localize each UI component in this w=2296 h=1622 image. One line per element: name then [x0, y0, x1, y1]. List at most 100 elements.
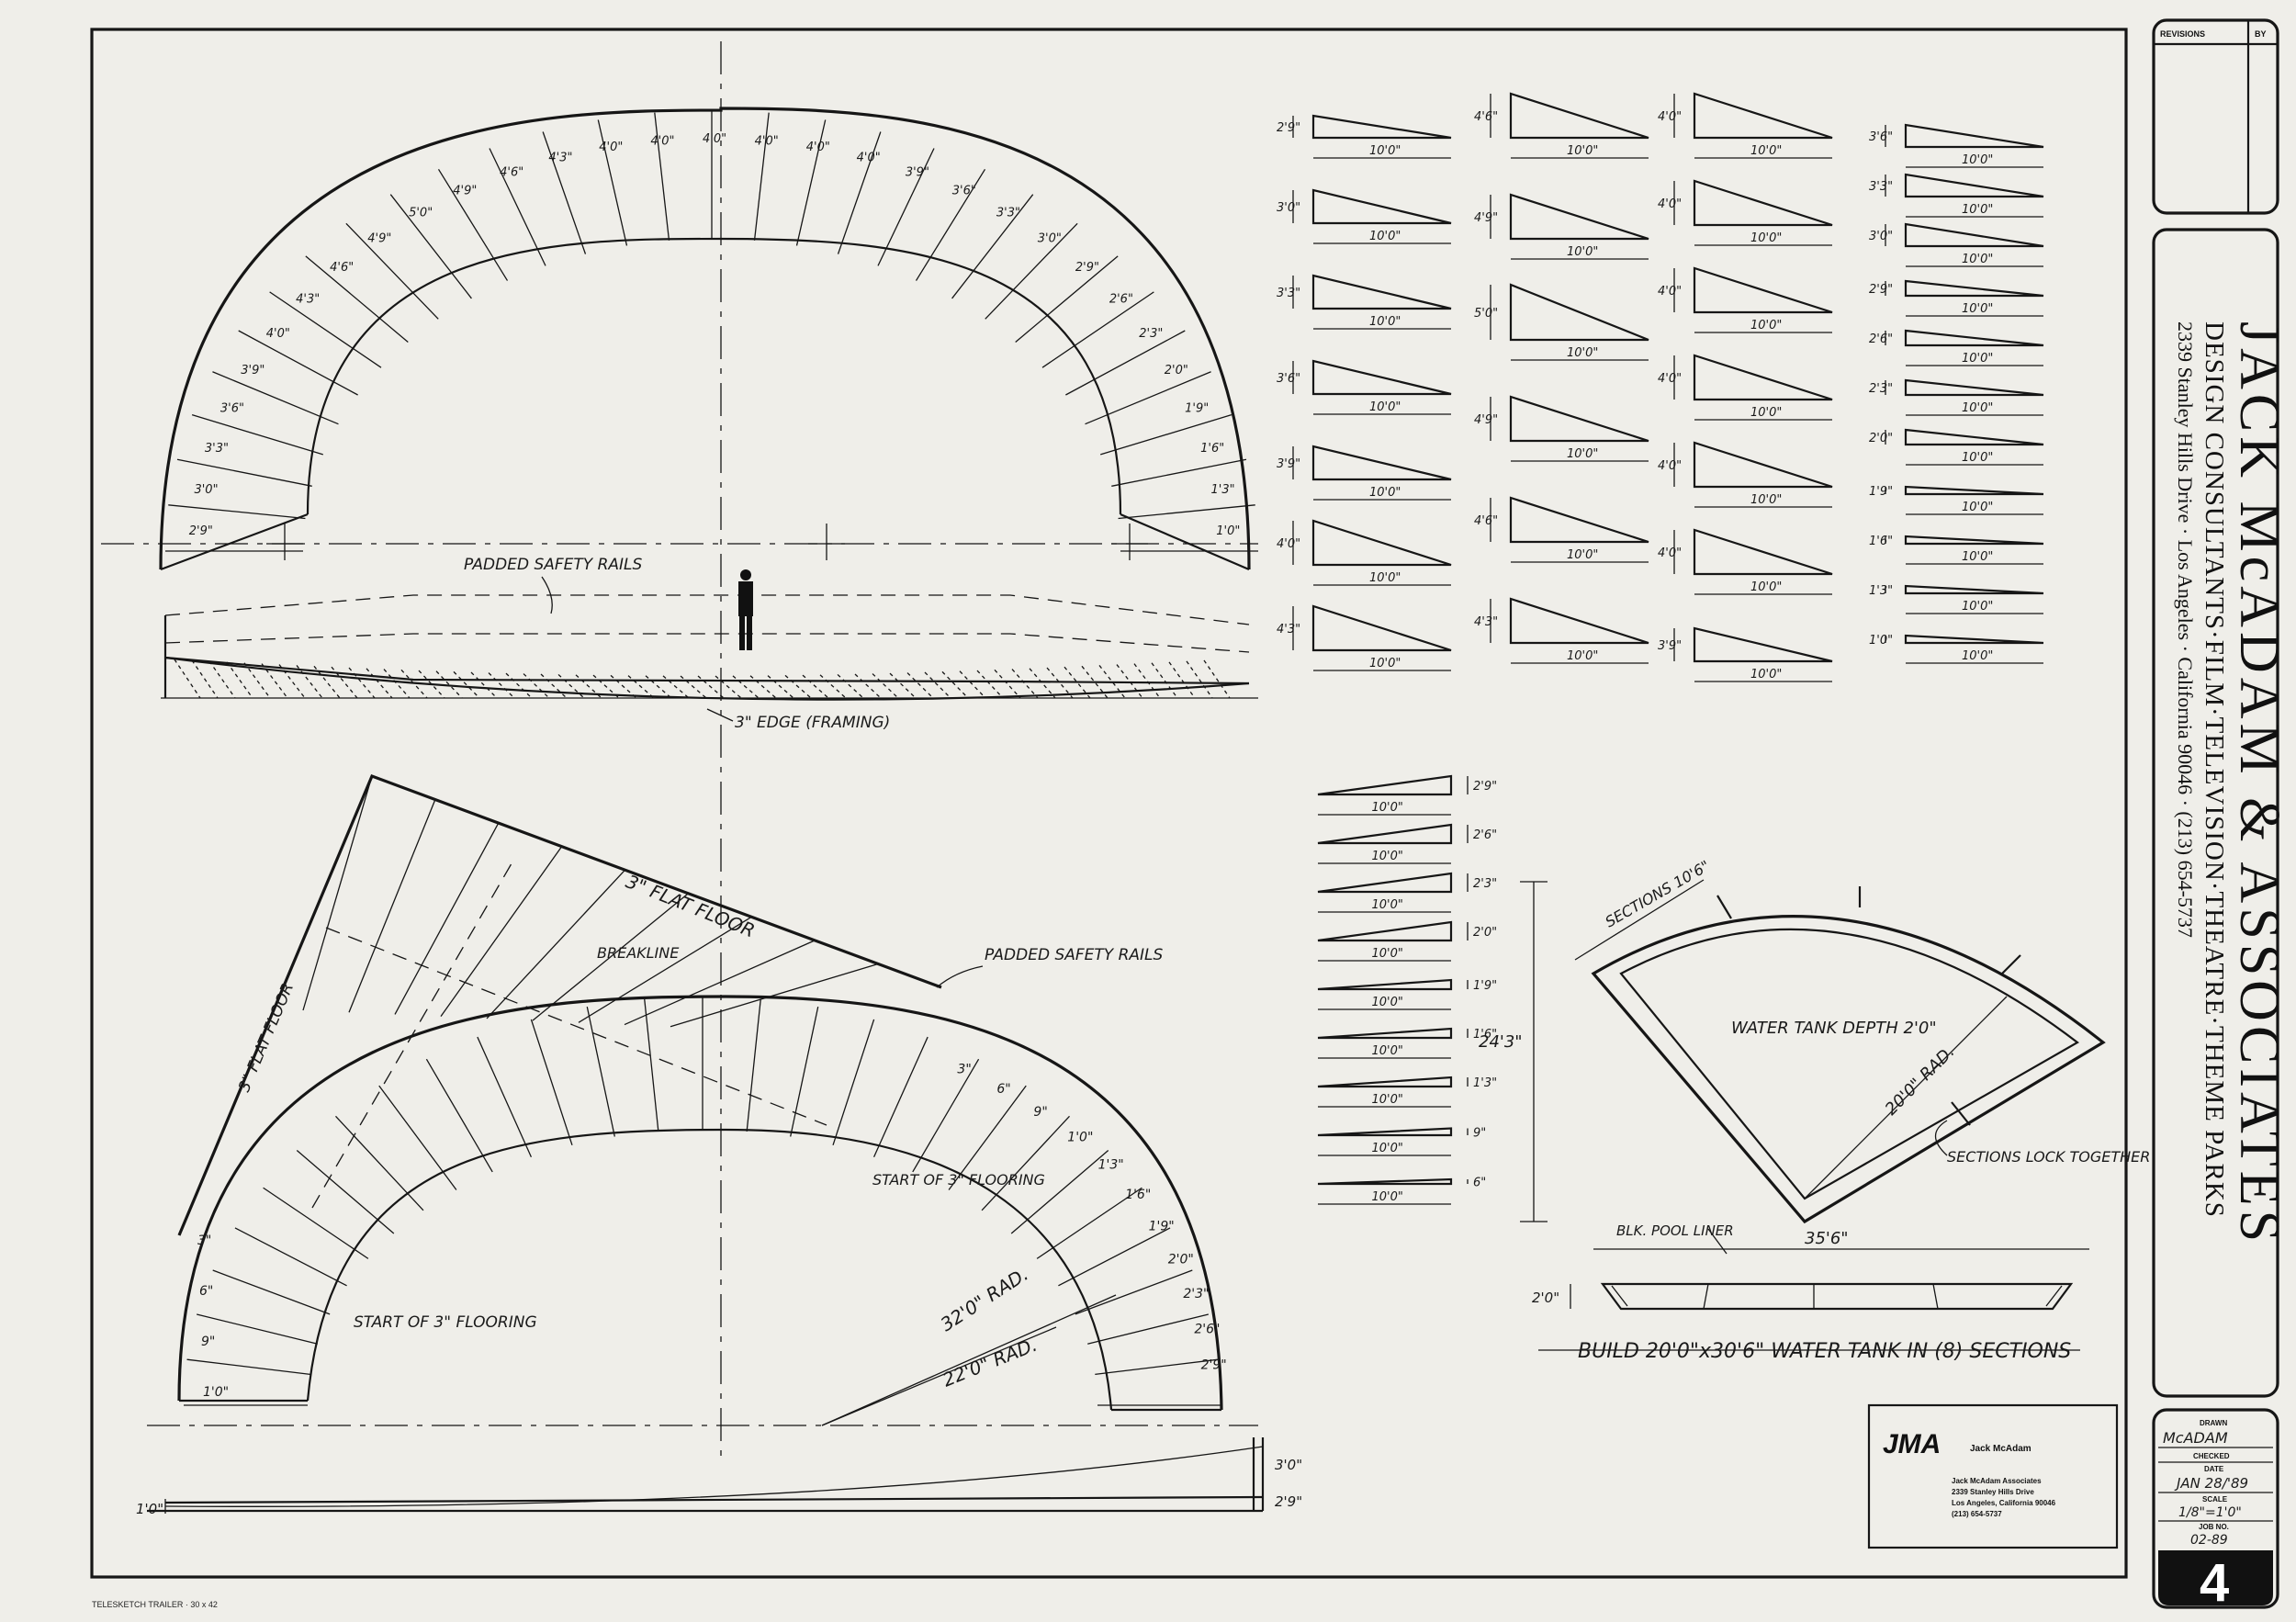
ramp-height-label: 4'9"	[1474, 211, 1498, 225]
hatch-line	[715, 675, 742, 699]
hatch-line	[697, 675, 725, 699]
top-arch-height-label: 3'3"	[205, 442, 229, 456]
top-arch-rib	[915, 168, 986, 281]
flat-floor-board	[624, 940, 816, 1026]
revisions-by: BY	[2255, 29, 2267, 39]
top-arch-height-label: 1'6"	[1200, 442, 1224, 456]
jma-stamp: JMA Jack McAdam Jack McAdam Associates 2…	[1867, 1403, 2119, 1549]
top-arch-height-label: 1'3"	[1211, 483, 1235, 497]
ramp-length-label: 10'0"	[1962, 153, 1993, 167]
note-padded-rails-bottom: PADDED SAFETY RAILS	[985, 946, 1163, 964]
stamp-logo: JMA	[1883, 1429, 1941, 1459]
ramp-length-label: 10'0"	[1962, 352, 1993, 366]
stamp-company: Jack McAdam Associates	[1952, 1477, 2042, 1485]
hatch-line	[994, 669, 1021, 699]
hatch-line	[435, 670, 463, 699]
bottom-arch-rib	[477, 1036, 533, 1157]
top-arch-rib	[654, 112, 670, 241]
tank-height-dim: 24'3"	[1479, 1032, 1523, 1052]
date-value: JAN 28/'89	[2174, 1475, 2248, 1492]
bottom-arch-rib	[530, 1019, 573, 1146]
ramp-height-label: 2'6"	[1869, 332, 1893, 346]
top-arch-height-label: 4'0"	[755, 134, 779, 148]
top-arch-height-label: 3'9"	[241, 364, 264, 377]
bottom-arch-height-left: 6"	[199, 1284, 213, 1299]
top-arch-rib	[1118, 504, 1255, 520]
stamp-person: Jack McAdam	[1970, 1444, 2032, 1454]
ramp-col4-4: 2'6" 10'0"	[1869, 329, 2044, 366]
hatch-line	[418, 670, 445, 699]
sheet-number: 4	[2200, 1553, 2229, 1613]
bottom-arch-height-right: 2'3"	[1183, 1287, 1209, 1301]
top-arch-outer	[159, 107, 1251, 570]
top-arch-rib	[305, 255, 409, 343]
ramp-length-label: 10'0"	[1369, 657, 1401, 670]
flat-floor-board	[302, 775, 373, 1011]
ramp-length-label: 10'0"	[1962, 501, 1993, 514]
ramp-height-label: 4'0"	[1658, 546, 1682, 560]
hatch-line	[1168, 661, 1196, 699]
ramp-length-label: 10'0"	[1962, 203, 1993, 217]
top-arch-rib	[389, 194, 472, 299]
hatch-line	[470, 671, 498, 699]
tank-inner	[1619, 928, 2079, 1200]
ramp-length-label: 10'0"	[1962, 600, 1993, 614]
ramp-height-label: 3'3"	[1869, 180, 1893, 194]
tank-width-dim: 35'6"	[1805, 1229, 1849, 1248]
ramp-col2-5: 4'3"10'0"	[1474, 597, 1649, 664]
date-label: DATE	[2204, 1465, 2224, 1473]
bottom-arch-rib	[1087, 1313, 1209, 1345]
ramp-col3-2: 4'0"10'0"	[1658, 266, 1833, 333]
ramp-length-label: 10'0"	[1962, 302, 1993, 316]
ramp-col3-6: 3'9"10'0"	[1658, 626, 1833, 682]
bottom-arch-height-right: 1'3"	[1098, 1158, 1124, 1173]
hatch-line	[889, 672, 917, 699]
top-arch-inner	[306, 237, 1122, 515]
top-arch-rib	[238, 330, 358, 396]
hatch-line	[1186, 660, 1213, 699]
bottom-arch-rib	[197, 1313, 318, 1345]
top-arch-height-label: 1'9"	[1185, 402, 1209, 416]
revisions-header: REVISIONS	[2160, 29, 2205, 39]
ramp-length-label: 10'0"	[1962, 550, 1993, 564]
bottom-arch-height-right: 1'6"	[1125, 1188, 1151, 1202]
top-arch-height-label: 4'0"	[266, 327, 290, 341]
bottom-flat-floor-outline	[177, 773, 942, 1236]
note-sections-lock: SECTIONS LOCK TOGETHER	[1947, 1148, 2150, 1166]
ramp-length-label: 10'0"	[1567, 144, 1598, 158]
ramp-col1-3: 3'6"10'0"	[1277, 359, 1452, 415]
ramp-height-label: 4'6"	[1474, 514, 1498, 528]
ramp-col3-5: 4'0"10'0"	[1658, 528, 1833, 595]
ramp-length-label: 10'0"	[1962, 649, 1993, 663]
ramp-col3-1: 4'0"10'0"	[1658, 179, 1833, 246]
elev-right-label-a: 3'0"	[1275, 1457, 1302, 1473]
drawn-label: DRAWN	[2200, 1419, 2227, 1427]
ramp-col2-4: 4'6"10'0"	[1474, 496, 1649, 563]
note-breakline: BREAKLINE	[597, 944, 680, 962]
ramp-col3-4: 4'0"10'0"	[1658, 441, 1833, 508]
elevation-hatch	[174, 659, 1231, 699]
hatch-line	[627, 675, 655, 699]
ramp-height-label: 1'9"	[1869, 485, 1893, 499]
hatch-line	[540, 673, 568, 699]
top-arch-rib	[837, 131, 882, 254]
tank-outer	[1591, 915, 2106, 1224]
note-radius-32: 32'0" RAD.	[937, 1263, 1032, 1335]
top-arch-height-label: 4'6"	[500, 165, 523, 179]
top-arch-rib	[1065, 330, 1186, 396]
bottom-arch-height-right: 2'6"	[1194, 1322, 1220, 1336]
ramp-length-label: 10'0"	[1750, 231, 1782, 245]
bottom-arch-rib	[1058, 1227, 1171, 1287]
note-edge-framing: 3" EDGE (FRAMING)	[735, 714, 890, 732]
ramp-height-label: 3'6"	[1277, 372, 1300, 386]
hatch-line	[784, 674, 812, 699]
ramp-length-label: 10'0"	[1372, 1142, 1403, 1155]
ramp-height-label: 4'3"	[1474, 615, 1498, 629]
ramp-height-label: 3'6"	[1869, 130, 1893, 144]
bottom-arch-rib	[186, 1358, 310, 1376]
top-arch-rib	[1111, 458, 1247, 487]
ramp-col5-8: 6"10'0"	[1317, 1177, 1486, 1205]
bottom-arch-rib	[948, 1085, 1027, 1190]
hatch-line	[592, 674, 620, 699]
note-padded-rails-top: PADDED SAFETY RAILS	[464, 556, 642, 574]
